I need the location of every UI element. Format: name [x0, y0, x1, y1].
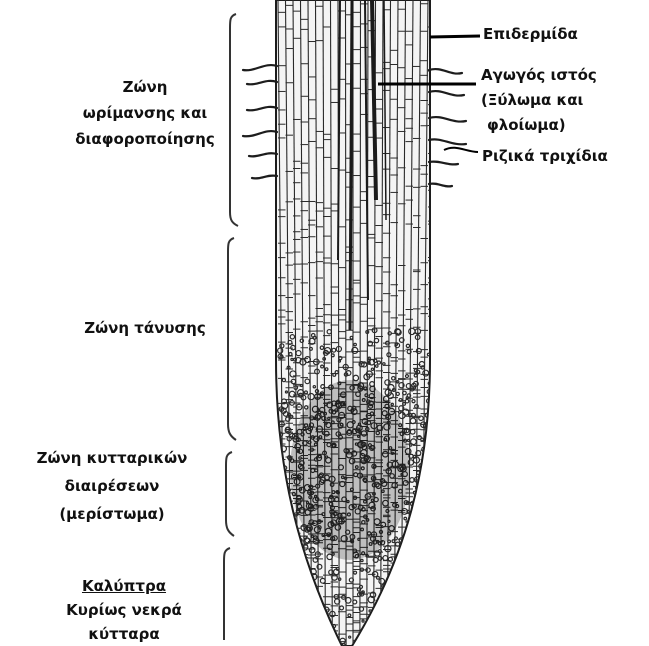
root-body	[276, 0, 436, 646]
label-root-cap: Καλύπτρα Κυρίως νεκρά κύτταρα	[28, 574, 220, 646]
label-elongation-zone: Ζώνη τάνυσης	[60, 318, 230, 338]
label-division-line3: (μερίστωμα)	[2, 500, 222, 528]
label-cell-division-zone: Ζώνη κυτταρικών διαιρέσεων (μερίστωμα)	[2, 444, 222, 528]
label-cap-title: Καλύπτρα	[28, 574, 220, 598]
elongation-bracket	[228, 238, 236, 440]
label-maturation-line3: διαφοροποίησης	[60, 126, 230, 152]
label-division-line1: Ζώνη κυτταρικών	[2, 444, 222, 472]
label-root-hairs: Ριζικά τριχίδια	[482, 146, 608, 166]
root-hairs-leader	[444, 148, 478, 152]
label-maturation-zone: Ζώνη ωρίμανσης και διαφοροποίησης	[60, 74, 230, 152]
maturation-bracket	[230, 14, 238, 226]
division-bracket	[226, 452, 234, 536]
label-vascular-line1: Αγωγός ιστός	[481, 63, 597, 88]
label-division-line2: διαιρέσεων	[2, 472, 222, 500]
label-cap-line3: κύτταρα	[28, 622, 220, 646]
label-vascular-line2: (Ξύλωμα και	[481, 88, 597, 113]
label-maturation-line1: Ζώνη	[60, 74, 230, 100]
label-vascular-line3: φλοίωμα)	[481, 113, 597, 138]
cap-bracket	[224, 548, 230, 640]
label-epidermis: Επιδερμίδα	[483, 24, 578, 44]
label-cap-line2: Κυρίως νεκρά	[28, 598, 220, 622]
label-vascular-tissue: Αγωγός ιστός (Ξύλωμα και φλοίωμα)	[481, 63, 597, 138]
label-maturation-line2: ωρίμανσης και	[60, 100, 230, 126]
epidermis-leader	[430, 36, 480, 37]
